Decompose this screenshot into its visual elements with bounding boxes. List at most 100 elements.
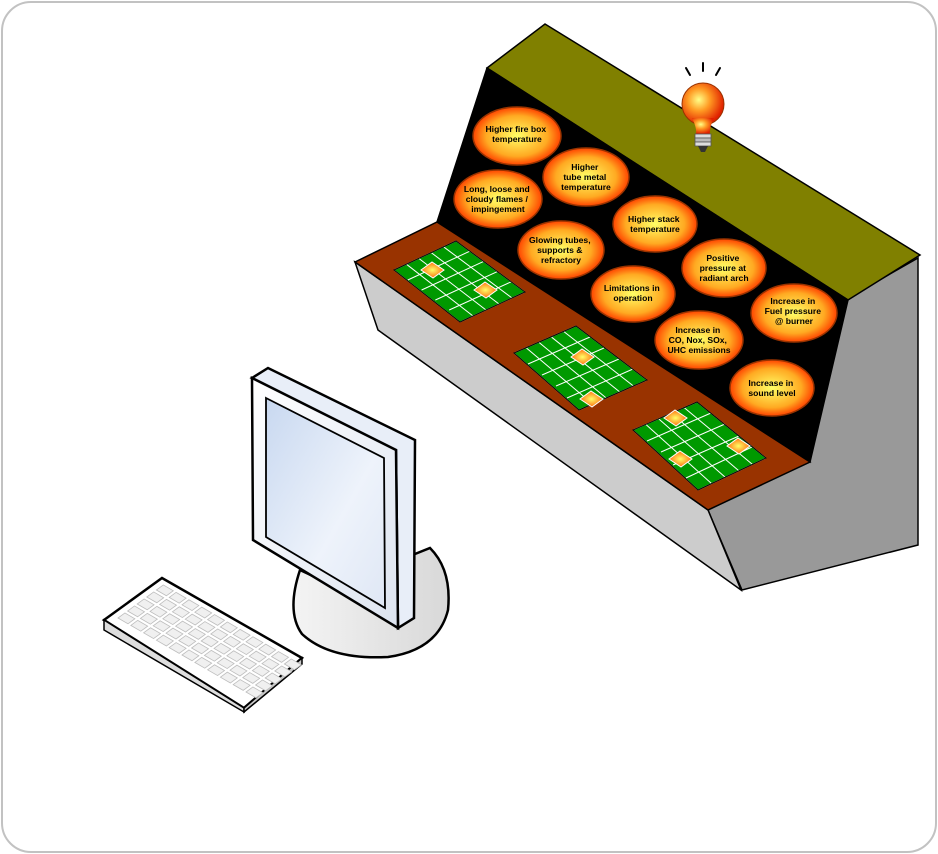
alarm-label: Increase in xyxy=(675,325,720,335)
keyboard-key xyxy=(245,636,264,649)
svg-text:Increase in CO, Nox, SOx: Increase in CO, Nox, SOx, UHC emissions xyxy=(667,325,730,355)
keyboard-key xyxy=(210,628,229,641)
svg-text:Long, loose and cloudy f: Long, loose and cloudy flames / impingem… xyxy=(464,184,532,214)
alarm-label: refractory xyxy=(541,255,581,265)
alarm-label: temperature xyxy=(561,182,611,192)
grid-indicator-square xyxy=(420,261,445,279)
keyboard-key xyxy=(168,642,187,654)
svg-text:Positive pressure at: Positive pressure at radiant arch xyxy=(699,253,748,283)
keyboard-key xyxy=(222,635,242,648)
monitor-screen xyxy=(265,396,386,610)
keyboard-key xyxy=(162,613,181,626)
keyboard-key xyxy=(258,643,277,656)
svg-text:Limitations in operation: Limitations in operation xyxy=(604,283,662,303)
keyboard-key xyxy=(187,628,207,640)
grid-panel xyxy=(393,240,526,323)
alarm-indicator: Long, loose and cloudy flames / impingem… xyxy=(453,169,543,229)
keyboard-key xyxy=(264,672,283,685)
keyboard-key xyxy=(238,657,258,670)
alarm-label: Higher fire box xyxy=(485,124,546,134)
svg-text:Higher fire box temperat: Higher fire box temperature xyxy=(485,124,548,144)
keyboard-key xyxy=(219,671,239,684)
alarm-label: UHC emissions xyxy=(667,345,730,355)
alarm-indicator: Higher tube metal temperature xyxy=(542,147,630,207)
alarm-indicator: Increase in CO, Nox, SOx, UHC emissions xyxy=(654,310,744,370)
grid-indicator-square xyxy=(579,390,604,408)
keyboard-key xyxy=(232,628,251,641)
keyboard-key xyxy=(270,651,290,663)
keyboard-key xyxy=(171,606,191,619)
keyboard-key xyxy=(126,605,146,618)
svg-text:Increase in Fuel pressur: Increase in Fuel pressure @ burner xyxy=(765,296,824,326)
keyboard-key xyxy=(216,657,235,670)
keyboard-key xyxy=(152,620,171,633)
grid-indicator-square xyxy=(473,281,498,299)
alarm-indicator: Limitations in operation xyxy=(590,265,676,323)
alarm-label: Higher xyxy=(571,162,599,172)
svg-text:Glowing tubes, supports: Glowing tubes, supports & refractory xyxy=(529,235,593,265)
svg-text:Higher tube metal: Higher tube metal temperature xyxy=(561,162,611,192)
keyboard-key xyxy=(184,613,203,626)
grid-indicator-square xyxy=(663,409,688,427)
keyboard-keys xyxy=(117,584,303,699)
alarm-label: temperature xyxy=(630,224,680,234)
keyboard-key xyxy=(242,672,261,684)
alarm-indicator: Glowing tubes, supports & refractory xyxy=(517,220,605,280)
alarm-label: @ burner xyxy=(775,316,814,326)
alarm-label: CO, Nox, SOx, xyxy=(669,335,727,345)
alarm-label: Long, loose and xyxy=(464,184,530,194)
keyboard-key xyxy=(213,642,232,655)
alarm-label: radiant arch xyxy=(699,273,748,283)
keyboard-key xyxy=(142,627,162,640)
keyboard-key xyxy=(229,664,248,677)
keyboard-key xyxy=(158,598,178,611)
keyboard-key xyxy=(245,686,264,699)
alarm-label: tube metal xyxy=(563,172,606,182)
grid-panel xyxy=(513,325,648,411)
alarm-label: Glowing tubes, xyxy=(529,235,591,245)
grid-indicator-square xyxy=(570,348,595,366)
keyboard-key xyxy=(194,656,213,669)
keyboard-key xyxy=(254,679,274,692)
computer-monitor xyxy=(249,366,450,659)
alarm-indicator: Positive pressure at radiant arch xyxy=(681,238,767,298)
alarm-indicator: Increase in sound level xyxy=(729,359,815,417)
keyboard-key xyxy=(197,621,216,633)
keyboard-key xyxy=(251,665,271,677)
alarm-label: Limitations in xyxy=(604,283,660,293)
keyboard-key xyxy=(194,606,213,619)
grid-indicator-square xyxy=(726,437,751,455)
keyboard-key xyxy=(200,635,219,648)
keyboard-key xyxy=(146,591,165,604)
light-bulb-icon xyxy=(681,62,725,152)
keyboard-key xyxy=(274,665,293,678)
keyboard-key xyxy=(203,649,223,662)
keyboard-key xyxy=(261,658,280,670)
keyboard-key xyxy=(206,664,226,677)
alarm-label: sound level xyxy=(748,388,795,398)
keyboard-key xyxy=(226,650,245,663)
grid-panel xyxy=(632,401,767,491)
alarm-indicator: Higher stack temperature xyxy=(612,195,698,253)
keyboard-key xyxy=(139,612,159,625)
alarm-label: Fuel pressure xyxy=(765,306,822,316)
alarm-label: Increase in xyxy=(770,296,815,306)
keyboard-key xyxy=(174,620,194,633)
keyboard-key xyxy=(248,650,267,663)
alarm-label: impingement xyxy=(471,204,525,214)
alarm-label: Higher stack xyxy=(628,214,680,224)
keyboard-key xyxy=(130,619,149,632)
keyboard-key xyxy=(235,643,255,656)
keyboard-key xyxy=(168,591,187,604)
keyboard-key xyxy=(155,584,175,597)
alarm-label: pressure at xyxy=(700,263,746,273)
keyboard xyxy=(101,576,305,714)
svg-text:Higher stack temperature: Higher stack temperature xyxy=(628,214,682,234)
keyboard-key xyxy=(117,612,136,625)
keyboard-key xyxy=(181,649,200,662)
alarm-indicator: Increase in Fuel pressure @ burner xyxy=(750,283,838,343)
alarm-label: Increase in xyxy=(748,378,793,388)
keyboard-key xyxy=(190,642,210,655)
alarm-label: operation xyxy=(613,293,652,303)
